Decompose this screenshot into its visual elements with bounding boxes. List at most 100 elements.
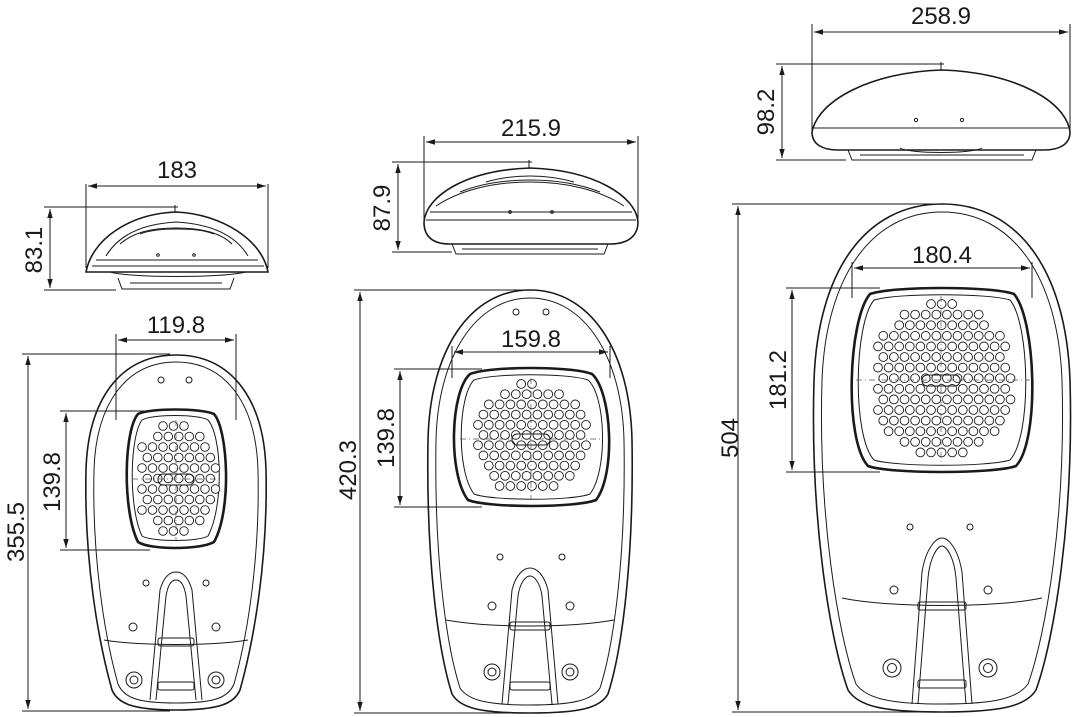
led-lens (158, 526, 168, 536)
led-lens (883, 405, 894, 415)
led-lens (952, 352, 963, 362)
led-lens (878, 373, 889, 384)
led-lens (1000, 405, 1011, 415)
led-lens (505, 419, 516, 430)
led-lens (963, 436, 973, 447)
led-lens (926, 299, 936, 309)
led-lens (931, 309, 942, 320)
led-lens (500, 470, 510, 481)
led-lens (494, 399, 505, 410)
led-lens (947, 383, 958, 394)
led-lens (995, 330, 1005, 341)
led-lens (174, 494, 184, 505)
led-lens (489, 430, 500, 440)
led-lens (179, 421, 189, 431)
led-lens (137, 505, 147, 515)
led-lens (505, 440, 516, 451)
led-lens (195, 515, 205, 526)
led-lens (973, 415, 984, 426)
led-lens (920, 352, 931, 362)
dim-label: 98.2 (753, 89, 780, 136)
large-dim-height-side: 98.2 (753, 63, 938, 161)
small-dim-height-side: 83.1 (21, 206, 172, 291)
led-lens (936, 405, 947, 415)
dim-label: 180.4 (912, 242, 972, 269)
led-lens (915, 341, 926, 352)
led-lens (205, 473, 216, 484)
led-lens (931, 394, 942, 405)
led-lens (963, 330, 973, 341)
led-lens (510, 430, 521, 440)
led-lens (210, 484, 221, 494)
led-lens (957, 362, 968, 373)
led-lens (179, 505, 189, 515)
small-dim-length: 355.5 (3, 353, 170, 712)
led-lens (532, 409, 543, 420)
led-lens (478, 430, 489, 440)
led-lens (494, 481, 505, 491)
led-lens (920, 394, 931, 405)
led-lens (904, 426, 915, 437)
led-lens (489, 450, 500, 461)
led-lens (483, 399, 494, 410)
led-lens (926, 405, 936, 415)
dim-label: 258.9 (911, 3, 971, 30)
led-lens (537, 460, 548, 471)
small-dim-module-height: 139.8 (39, 410, 150, 551)
dim-label: 87.9 (369, 185, 396, 232)
led-lens (168, 421, 179, 431)
led-lens (989, 341, 1000, 352)
led-lens (494, 419, 505, 430)
led-lens (926, 426, 936, 437)
led-lens (163, 431, 174, 442)
led-lens (483, 440, 494, 451)
led-lens (989, 362, 1000, 373)
led-lens (973, 309, 984, 320)
led-lens (532, 430, 543, 440)
led-lens (147, 463, 158, 473)
led-lens (168, 484, 179, 494)
led-lens (521, 450, 532, 461)
dim-label: 183 (157, 157, 197, 184)
led-lens (581, 419, 591, 430)
led-lens (158, 505, 168, 515)
led-lens (516, 460, 527, 471)
led-lens (184, 452, 195, 463)
led-lens (142, 452, 153, 463)
led-lens (942, 436, 952, 447)
led-lens (889, 415, 899, 426)
led-lens (494, 440, 505, 451)
led-lens (931, 415, 942, 426)
led-lens (548, 481, 559, 491)
led-lens (968, 426, 979, 437)
led-lens (168, 526, 179, 536)
led-lens (957, 426, 968, 437)
dim-label: 420.3 (335, 440, 362, 500)
large-fixture-side-view (811, 62, 1071, 161)
led-lens (942, 309, 952, 320)
led-lens (973, 373, 984, 384)
led-lens (153, 515, 163, 526)
led-lens (989, 405, 1000, 415)
led-lens (899, 373, 910, 384)
led-lens (179, 484, 189, 494)
led-lens (1005, 394, 1016, 405)
led-lens (957, 447, 968, 458)
led-lens (494, 460, 505, 471)
led-lens (200, 442, 210, 452)
led-lens (968, 383, 979, 394)
led-lens (963, 415, 973, 426)
led-lens (147, 484, 158, 494)
led-lens (952, 330, 963, 341)
led-lens (505, 460, 516, 471)
led-lens (984, 330, 995, 341)
led-lens (543, 470, 554, 481)
led-lens (915, 426, 926, 437)
led-lens (963, 352, 973, 362)
led-lens (554, 430, 564, 440)
led-lens (527, 419, 537, 430)
led-lens (179, 526, 189, 536)
led-lens (554, 409, 564, 420)
led-lens (915, 320, 926, 331)
